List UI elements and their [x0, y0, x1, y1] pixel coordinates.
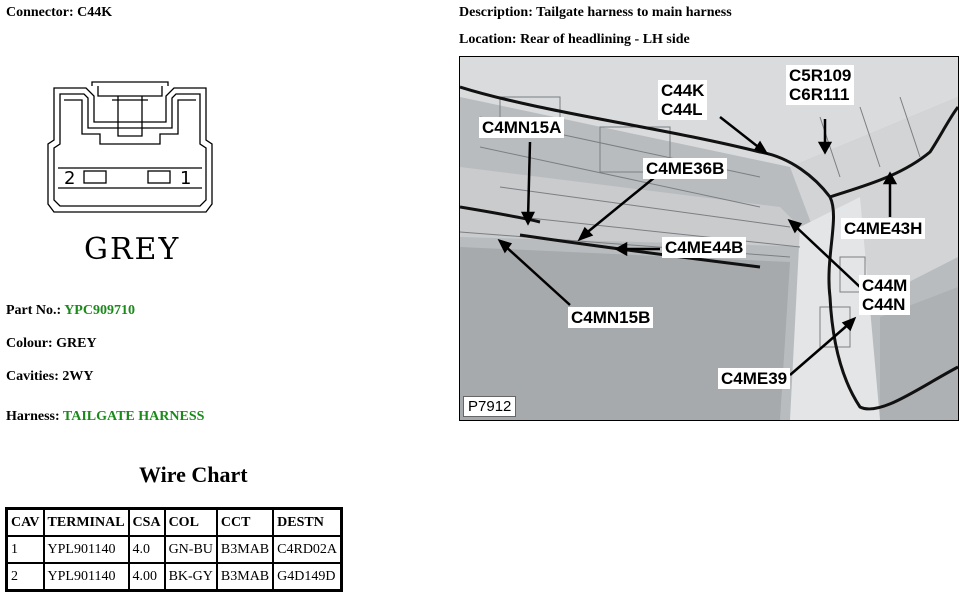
- cell-csa: 4.0: [127, 535, 166, 564]
- callout-c44k: C44K: [661, 81, 705, 100]
- part-no-label: Part No.:: [6, 303, 62, 318]
- connector-heading: Connector: C44K: [6, 5, 112, 21]
- callout-c6r111: C6R111: [789, 85, 850, 104]
- cell-cct: B3MAB: [215, 562, 275, 592]
- wire-chart-table: CAV TERMINAL CSA COL CCT DESTN 1 YPL9011…: [5, 507, 344, 592]
- cell-destn: C4RD02A: [272, 535, 343, 564]
- part-no-value[interactable]: YPC909710: [64, 303, 135, 318]
- col-header-destn: DESTN: [272, 507, 343, 537]
- cell-terminal: YPL901140: [42, 562, 130, 592]
- col-header-csa: CSA: [127, 507, 166, 537]
- callout-c44m-c44n: C44M C44N: [859, 275, 911, 315]
- col-header-col: COL: [163, 507, 218, 537]
- harness-label: Harness:: [6, 409, 60, 424]
- cell-terminal: YPL901140: [42, 535, 130, 564]
- connector-face-diagram: 2 1: [47, 81, 213, 213]
- cell-cav: 2: [5, 562, 45, 592]
- colour-label: Colour:: [6, 336, 53, 351]
- cell-cct: B3MAB: [215, 535, 275, 564]
- connector-colour-caption: GREY: [84, 232, 181, 267]
- location-label: Location:: [459, 32, 517, 47]
- callout-c44l: C44L: [661, 100, 703, 119]
- cavities-value: 2WY: [62, 369, 94, 384]
- callout-c44m: C44M: [862, 276, 908, 295]
- harness-row: Harness: TAILGATE HARNESS: [6, 409, 204, 425]
- location-value: Rear of headlining - LH side: [520, 32, 690, 47]
- pin-1-label: 1: [180, 168, 191, 189]
- cell-col: GN-BU: [163, 535, 218, 564]
- cell-cav: 1: [5, 535, 45, 564]
- connector-id: C44K: [77, 5, 113, 20]
- pin-2-label: 2: [64, 168, 75, 189]
- wire-chart-title: Wire Chart: [139, 462, 248, 487]
- callout-c4me44b: C4ME44B: [662, 237, 747, 258]
- callout-c4me36b: C4ME36B: [643, 158, 728, 179]
- callout-c5r109: C5R109: [789, 66, 852, 85]
- cavities-label: Cavities:: [6, 369, 59, 384]
- description-row: Description: Tailgate harness to main ha…: [459, 5, 732, 21]
- callout-c4mn15a: C4MN15A: [479, 117, 565, 138]
- col-header-cct: CCT: [215, 507, 275, 537]
- photo-id-label: P7912: [463, 396, 517, 417]
- colour-value: GREY: [56, 336, 97, 351]
- part-no-row: Part No.: YPC909710: [6, 303, 135, 319]
- cavities-row: Cavities: 2WY: [6, 369, 94, 385]
- cell-csa: 4.00: [127, 562, 166, 592]
- table-row: 1 YPL901140 4.0 GN-BU B3MAB C4RD02A: [5, 535, 343, 564]
- colour-row: Colour: GREY: [6, 336, 97, 352]
- description-label: Description:: [459, 5, 533, 20]
- description-value: Tailgate harness to main harness: [536, 5, 732, 20]
- col-header-terminal: TERMINAL: [42, 507, 130, 537]
- cell-destn: G4D149D: [272, 562, 343, 592]
- callout-c4me39: C4ME39: [718, 368, 791, 389]
- table-row: 2 YPL901140 4.00 BK-GY B3MAB G4D149D: [5, 562, 343, 592]
- callout-c44n: C44N: [862, 295, 906, 314]
- callout-c4me43h: C4ME43H: [841, 218, 926, 239]
- col-header-cav: CAV: [5, 507, 45, 537]
- callout-c5r109-c6r111: C5R109 C6R111: [786, 65, 855, 105]
- table-header-row: CAV TERMINAL CSA COL CCT DESTN: [5, 507, 343, 537]
- connector-label: Connector:: [6, 5, 74, 20]
- location-row: Location: Rear of headlining - LH side: [459, 32, 690, 48]
- location-photo: C44K C44L C5R109 C6R111 C4MN15A C4ME36B …: [459, 56, 959, 421]
- callout-c4mn15b: C4MN15B: [568, 307, 654, 328]
- harness-value[interactable]: TAILGATE HARNESS: [62, 409, 205, 424]
- callout-c44k-c44l: C44K C44L: [658, 80, 708, 120]
- cell-col: BK-GY: [163, 562, 218, 592]
